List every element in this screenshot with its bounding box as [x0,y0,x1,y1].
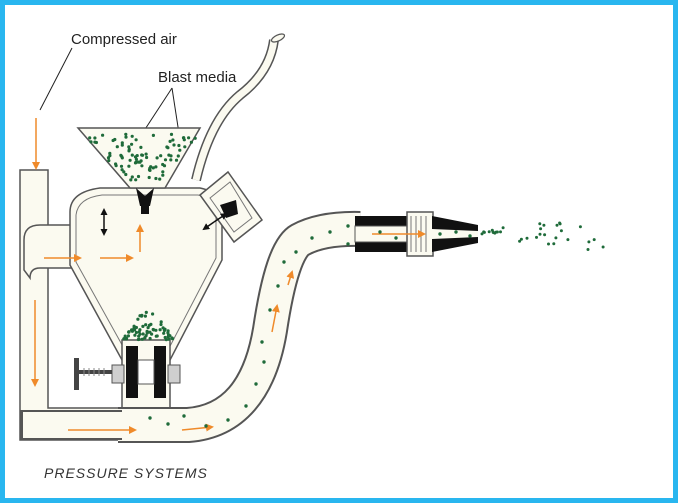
diagram-caption: PRESSURE SYSTEMS [44,465,208,481]
blast-hose [20,210,361,443]
media-hopper [76,127,202,189]
metering-valve [111,339,181,411]
compressed-air-leader-line [39,47,73,111]
blast-media-label: Blast media [158,69,237,86]
pressure-vessel [69,187,223,361]
popup-valve [136,188,154,214]
compressed-air-label: Compressed air [71,31,177,48]
metering-valve-handwheel [74,358,112,390]
exhaust-hose [191,33,286,182]
airflow-arrows [31,118,426,434]
blast-media-particles [88,132,605,428]
exhaust-valve-motion-arrow [202,221,215,231]
